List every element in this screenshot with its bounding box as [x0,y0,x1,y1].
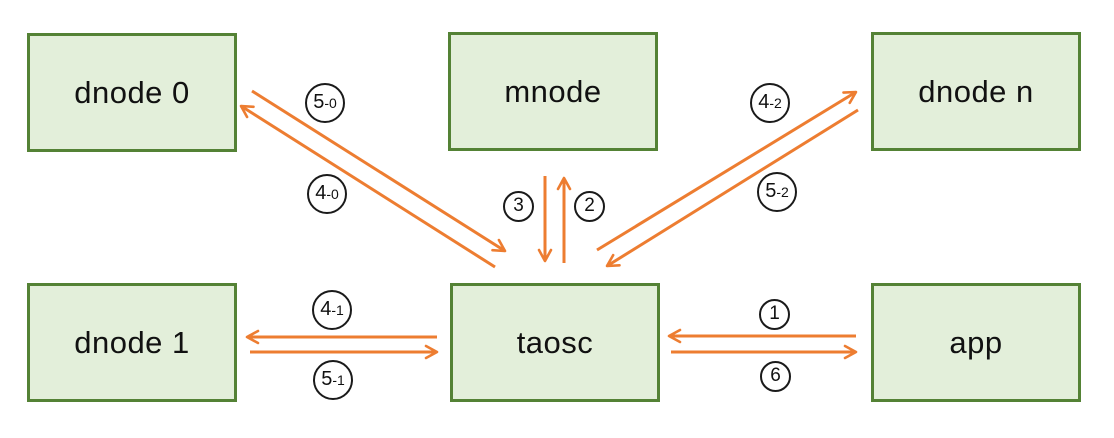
edge-label-4-1: 4-1 [312,290,352,330]
node-mnode: mnode [448,32,658,151]
edge-label-6: 6 [760,361,791,392]
edge-label-5-0: 5-0 [305,83,345,123]
node-app: app [871,283,1081,402]
node-taosc: taosc [450,283,660,402]
edge-label-3: 3 [503,191,534,222]
arrow-taosc-to-dnoden [596,90,858,252]
node-dnode1: dnode 1 [27,283,237,402]
edge-label-5-1: 5-1 [313,360,353,400]
edge-label-4-0: 4-0 [307,174,347,214]
edge-label-2: 2 [574,191,605,222]
node-dnoden: dnode n [871,32,1081,151]
arrow-dnode0-to-taosc [251,89,507,253]
arrow-dnoden-to-taosc [605,108,859,268]
node-dnode0: dnode 0 [27,33,237,152]
edge-label-1: 1 [759,299,790,330]
arrow-taosc-to-dnode0 [239,104,496,269]
edge-label-4-2: 4-2 [750,83,790,123]
edge-label-5-2: 5-2 [757,172,797,212]
